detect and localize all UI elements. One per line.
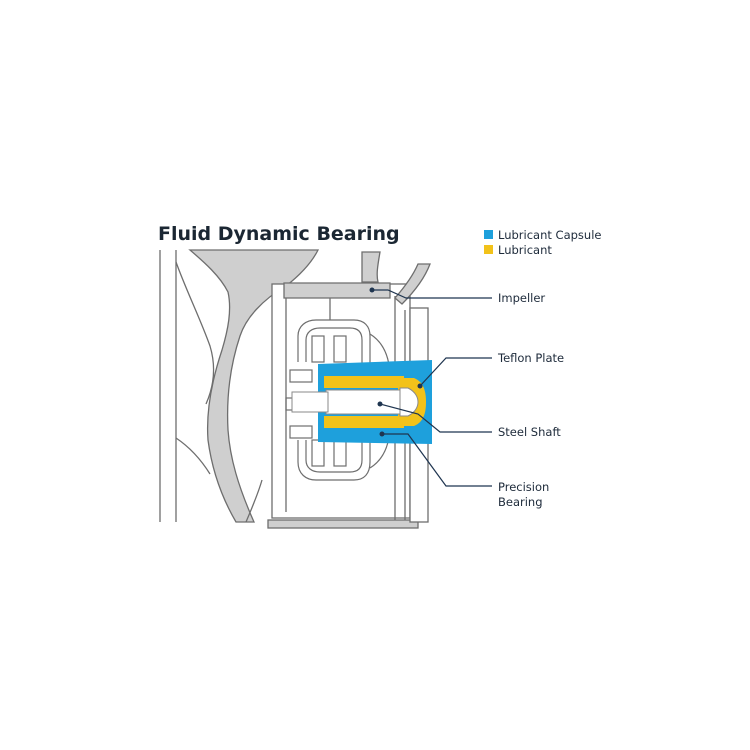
leader-lines [369,287,492,487]
callout-impeller: Impeller [498,291,546,305]
legend-label: Lubricant Capsule [498,227,602,242]
leader-precision-bearing [382,433,492,487]
legend: Lubricant Capsule Lubricant [484,227,601,257]
fan-frame [159,250,177,522]
legend-swatch-capsule [484,230,493,239]
leader-teflon-plate [419,357,492,387]
leader-steel-shaft [379,403,492,433]
leader-dot-impeller [369,287,375,293]
fan-blade [175,249,320,523]
leader-dot-teflon [417,383,423,389]
callout-steel-shaft: Steel Shaft [498,425,561,439]
legend-item-lubricant: Lubricant [484,242,601,257]
leader-dot-shaft [377,401,383,407]
leader-dot-bearing [379,431,385,437]
callout-precision-bearing: Precision Bearing [498,480,549,510]
steel-shaft [291,387,419,417]
callout-line: Bearing [498,495,543,509]
legend-label: Lubricant [498,242,552,257]
leader-impeller [372,289,492,299]
legend-swatch-lubricant [484,245,493,254]
callout-teflon-plate: Teflon Plate [498,351,565,365]
legend-item-lubricant-capsule: Lubricant Capsule [484,227,601,242]
diagram-title: Fluid Dynamic Bearing [158,223,400,245]
callout-line: Precision [498,480,550,494]
